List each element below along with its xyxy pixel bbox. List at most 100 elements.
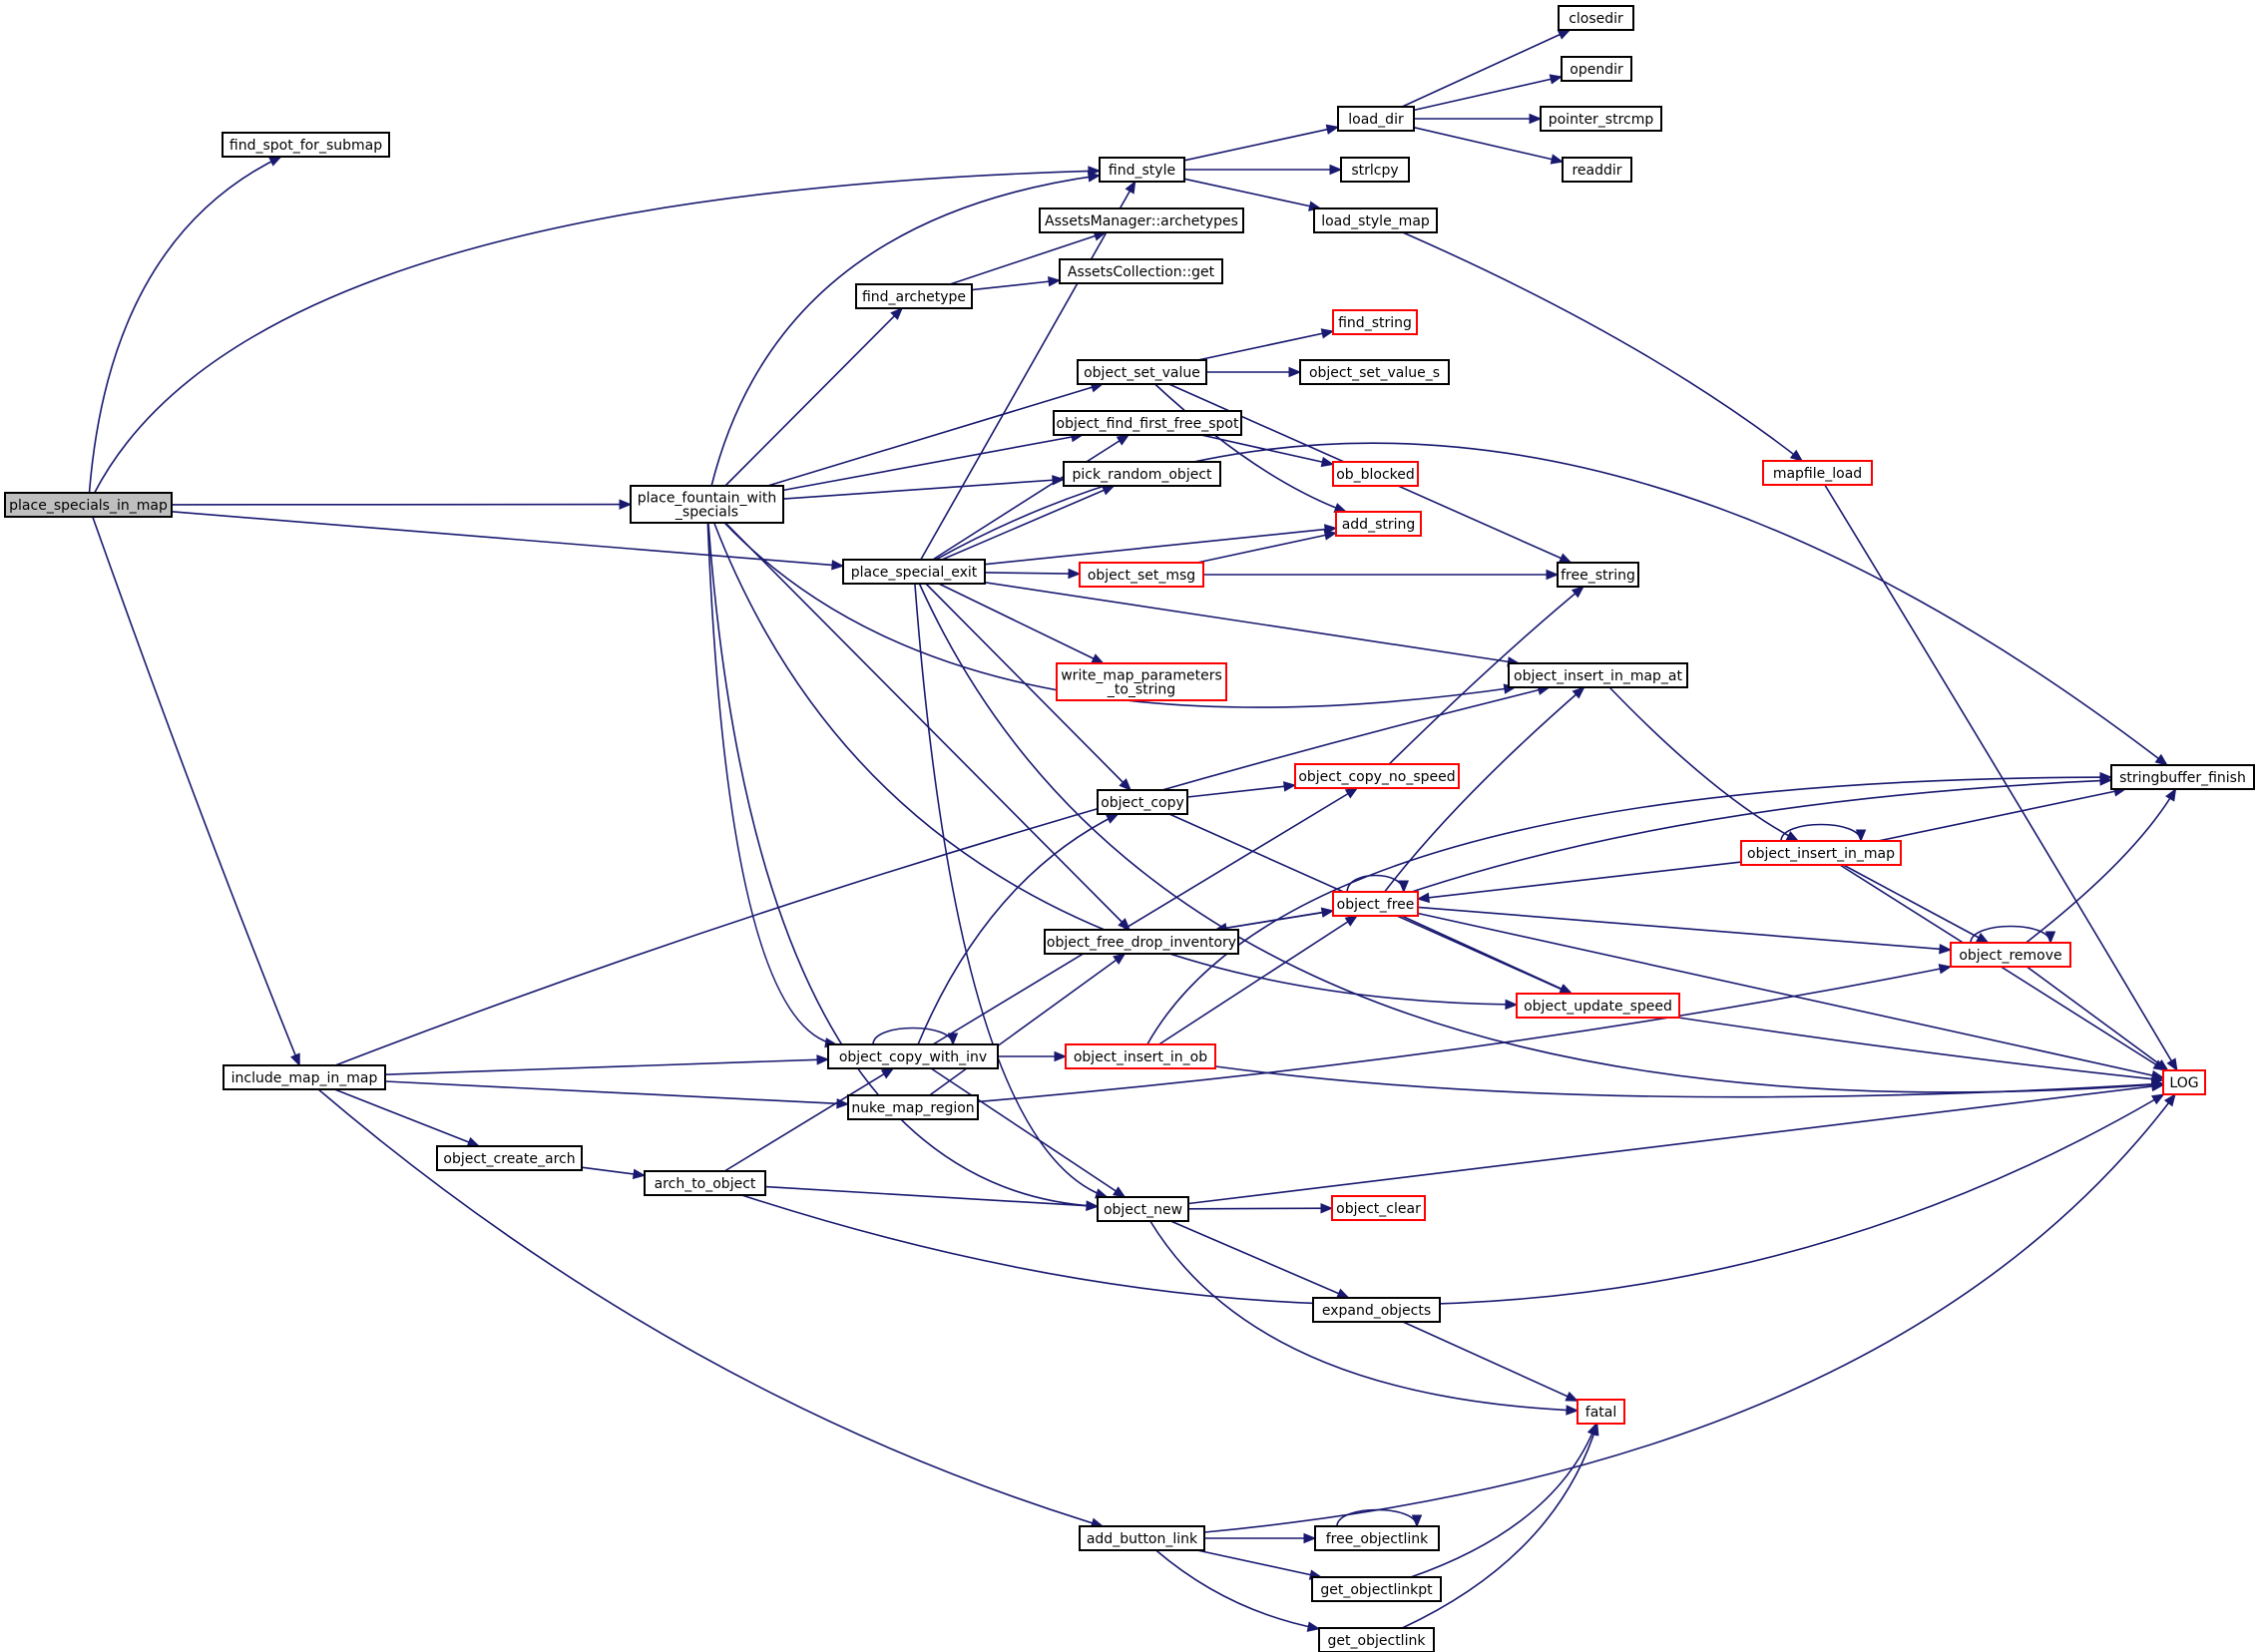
node-object-insert-in-map[interactable]: object_insert_in_map xyxy=(1740,840,1902,866)
node-LOG[interactable]: LOG xyxy=(2162,1069,2206,1095)
node-opendir[interactable]: opendir xyxy=(1561,56,1632,82)
node-object-new[interactable]: object_new xyxy=(1097,1196,1189,1222)
node-box[interactable] xyxy=(1294,763,1460,789)
node-box[interactable] xyxy=(1299,359,1450,385)
node-find-spot-for-submap[interactable]: find_spot_for_submap xyxy=(222,132,390,158)
node-box[interactable] xyxy=(1332,891,1419,917)
node-assets-get[interactable]: AssetsCollection::get xyxy=(1059,258,1223,284)
node-box[interactable] xyxy=(1577,1399,1625,1425)
node-box[interactable] xyxy=(1318,1627,1435,1652)
node-load-style-map[interactable]: load_style_map xyxy=(1313,207,1438,233)
node-box[interactable] xyxy=(222,132,390,158)
node-load-dir[interactable]: load_dir xyxy=(1337,106,1415,132)
node-fatal[interactable]: fatal xyxy=(1577,1399,1625,1425)
node-box[interactable] xyxy=(1059,258,1223,284)
node-box[interactable] xyxy=(1079,1525,1205,1551)
node-place-special-exit[interactable]: place_special_exit xyxy=(842,559,986,585)
node-box[interactable] xyxy=(1558,5,1634,31)
node-box[interactable] xyxy=(1097,1196,1189,1222)
node-find-archetype[interactable]: find_archetype xyxy=(855,283,973,309)
node-object-set-value[interactable]: object_set_value xyxy=(1077,359,1207,385)
node-box[interactable] xyxy=(1332,309,1418,335)
node-object-free-drop-inventory[interactable]: object_free_drop_inventory xyxy=(1044,929,1239,955)
node-box[interactable] xyxy=(223,1064,386,1090)
node-object-set-value-s[interactable]: object_set_value_s xyxy=(1299,359,1450,385)
node-get-objectlinkpt[interactable]: get_objectlinkpt xyxy=(1311,1576,1442,1602)
node-box[interactable] xyxy=(1540,106,1662,132)
node-box[interactable] xyxy=(1077,359,1207,385)
node-box[interactable] xyxy=(1335,511,1422,537)
node-find-style[interactable]: find_style xyxy=(1099,157,1185,183)
node-place-specials-in-map[interactable]: place_specials_in_map xyxy=(4,492,173,518)
node-object-insert-in-ob[interactable]: object_insert_in_ob xyxy=(1065,1043,1216,1069)
node-nuke-map-region[interactable]: nuke_map_region xyxy=(847,1094,979,1120)
node-box[interactable] xyxy=(1561,56,1632,82)
node-object-update-speed[interactable]: object_update_speed xyxy=(1516,993,1680,1019)
node-box[interactable] xyxy=(644,1170,766,1196)
node-box[interactable] xyxy=(1079,562,1204,588)
node-object-free[interactable]: object_free xyxy=(1332,891,1419,917)
node-box[interactable] xyxy=(1314,1525,1440,1551)
node-box[interactable] xyxy=(2110,764,2255,790)
node-readdir[interactable]: readdir xyxy=(1562,157,1632,183)
node-ob-blocked[interactable]: ob_blocked xyxy=(1332,461,1419,487)
node-box[interactable] xyxy=(436,1145,583,1171)
node-box[interactable] xyxy=(1056,662,1227,701)
node-box[interactable] xyxy=(1039,207,1244,233)
node-box[interactable] xyxy=(842,559,986,585)
node-object-set-msg[interactable]: object_set_msg xyxy=(1079,562,1204,588)
node-object-copy-with-inv[interactable]: object_copy_with_inv xyxy=(827,1043,999,1069)
node-box[interactable] xyxy=(1762,460,1873,486)
node-object-create-arch[interactable]: object_create_arch xyxy=(436,1145,583,1171)
node-box[interactable] xyxy=(1340,157,1410,183)
node-closedir[interactable]: closedir xyxy=(1558,5,1634,31)
node-box[interactable] xyxy=(1044,929,1239,955)
node-box[interactable] xyxy=(1508,662,1688,688)
node-box[interactable] xyxy=(1332,461,1419,487)
node-box[interactable] xyxy=(1313,207,1438,233)
node-box[interactable] xyxy=(630,485,784,524)
node-box[interactable] xyxy=(855,283,973,309)
node-box[interactable] xyxy=(1312,1297,1441,1323)
node-pick-random-object[interactable]: pick_random_object xyxy=(1063,461,1221,487)
node-box[interactable] xyxy=(4,492,173,518)
node-object-clear[interactable]: object_clear xyxy=(1331,1195,1426,1221)
node-place-fountain-with-specials[interactable]: place_fountain_with_specials xyxy=(630,485,784,524)
node-box[interactable] xyxy=(1097,789,1188,815)
node-include-map-in-map[interactable]: include_map_in_map xyxy=(223,1064,386,1090)
node-arch-to-object[interactable]: arch_to_object xyxy=(644,1170,766,1196)
node-object-remove[interactable]: object_remove xyxy=(1950,942,2071,968)
node-strlcpy[interactable]: strlcpy xyxy=(1340,157,1410,183)
node-box[interactable] xyxy=(1562,157,1632,183)
node-assets-archetypes[interactable]: AssetsManager::archetypes xyxy=(1039,207,1244,233)
node-box[interactable] xyxy=(1950,942,2071,968)
node-free-string[interactable]: free_string xyxy=(1557,562,1639,588)
node-object-copy[interactable]: object_copy xyxy=(1097,789,1188,815)
node-box[interactable] xyxy=(1516,993,1680,1019)
node-find-string[interactable]: find_string xyxy=(1332,309,1418,335)
node-object-insert-in-map-at[interactable]: object_insert_in_map_at xyxy=(1508,662,1688,688)
node-object-copy-no-speed[interactable]: object_copy_no_speed xyxy=(1294,763,1460,789)
node-stringbuffer-finish[interactable]: stringbuffer_finish xyxy=(2110,764,2255,790)
node-box[interactable] xyxy=(1740,840,1902,866)
node-add-button-link[interactable]: add_button_link xyxy=(1079,1525,1205,1551)
node-box[interactable] xyxy=(1053,410,1242,436)
node-box[interactable] xyxy=(1063,461,1221,487)
node-box[interactable] xyxy=(2162,1069,2206,1095)
node-box[interactable] xyxy=(1065,1043,1216,1069)
node-add-string[interactable]: add_string xyxy=(1335,511,1422,537)
node-box[interactable] xyxy=(847,1094,979,1120)
node-mapfile-load[interactable]: mapfile_load xyxy=(1762,460,1873,486)
node-box[interactable] xyxy=(1337,106,1415,132)
node-box[interactable] xyxy=(1099,157,1185,183)
node-write-map-parameters-to-string[interactable]: write_map_parameters_to_string xyxy=(1056,662,1227,701)
node-box[interactable] xyxy=(1311,1576,1442,1602)
node-pointer-strcmp[interactable]: pointer_strcmp xyxy=(1540,106,1662,132)
node-box[interactable] xyxy=(1331,1195,1426,1221)
node-box[interactable] xyxy=(1557,562,1639,588)
node-get-objectlink[interactable]: get_objectlink xyxy=(1318,1627,1435,1652)
node-expand-objects[interactable]: expand_objects xyxy=(1312,1297,1441,1323)
node-object-find-first-free-spot[interactable]: object_find_first_free_spot xyxy=(1053,410,1242,436)
node-free-objectlink[interactable]: free_objectlink xyxy=(1314,1525,1440,1551)
node-box[interactable] xyxy=(827,1043,999,1069)
